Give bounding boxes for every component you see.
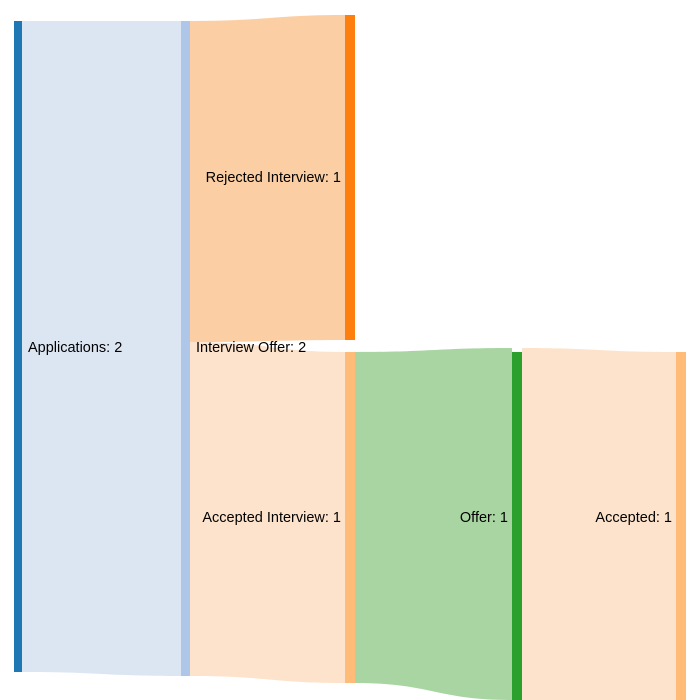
sankey-link-offer-to-accepted[interactable] [522, 348, 676, 700]
sankey-label-offer: Offer: 1 [459, 510, 508, 526]
sankey-node-offer[interactable] [512, 352, 522, 700]
sankey-link-applications-to-interview-offer[interactable] [22, 21, 181, 676]
sankey-link-accepted-interview-to-offer[interactable] [355, 348, 512, 700]
sankey-label-accepted-interview: Accepted Interview: 1 [202, 510, 341, 526]
sankey-node-interview-offer[interactable] [181, 21, 190, 676]
sankey-node-applications[interactable] [14, 21, 22, 672]
sankey-node-accepted[interactable] [676, 352, 686, 700]
sankey-label-rejected-interview: Rejected Interview: 1 [205, 170, 341, 186]
sankey-node-accepted-interview[interactable] [345, 352, 355, 683]
sankey-label-applications: Applications: 2 [28, 340, 123, 356]
sankey-node-rejected-interview[interactable] [345, 15, 355, 340]
sankey-link-interview-offer-to-accepted-interview[interactable] [190, 342, 345, 683]
sankey-link-interview-offer-to-rejected-interview[interactable] [190, 15, 345, 342]
sankey-label-accepted: Accepted: 1 [595, 510, 672, 526]
sankey-label-interview-offer: Interview Offer: 2 [196, 340, 307, 356]
